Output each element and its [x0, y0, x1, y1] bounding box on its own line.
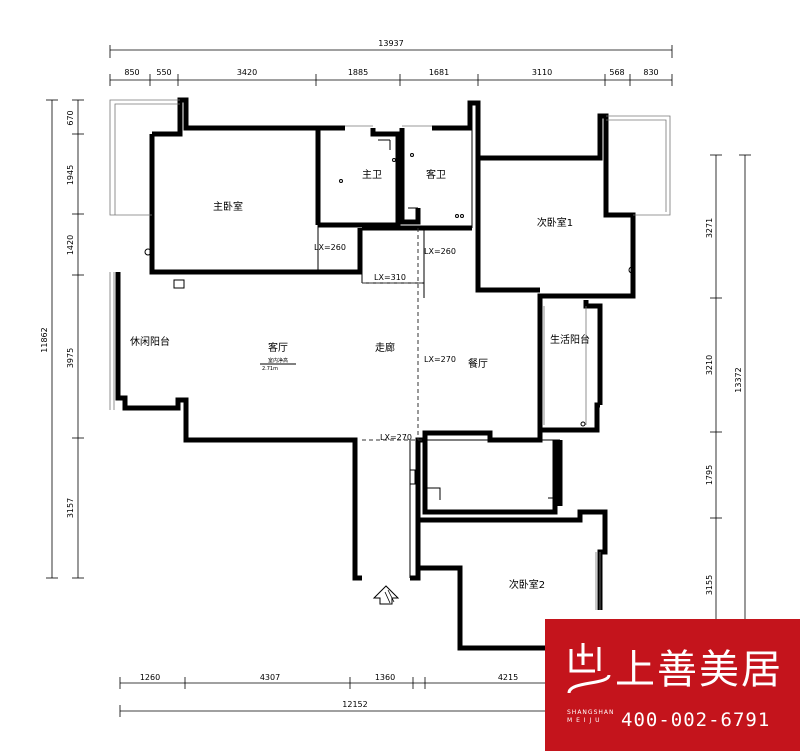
- left-dimensions: 11862 670 1945 1420 3975 3157: [40, 99, 84, 579]
- dim-left-2: 1420: [66, 235, 75, 255]
- brand-pinyin-top: SHANGSHAN: [567, 709, 615, 716]
- dim-right-0: 3271: [705, 218, 714, 238]
- dim-left-1: 1945: [66, 165, 75, 185]
- dim-right-3: 3155: [705, 575, 714, 595]
- dim-right-total: 13372: [734, 367, 743, 392]
- room-label-second-bedroom-1: 次卧室1: [537, 216, 573, 229]
- brand-pinyin-bottom: M E I J U: [567, 717, 601, 724]
- room-label-master-bedroom: 主卧室: [213, 200, 243, 213]
- brand-pinyin: SHANGSHAN M E I J U: [567, 709, 615, 725]
- room-label-dining-room: 餐厅: [468, 357, 488, 370]
- dim-bottom-total: 12152: [342, 700, 367, 709]
- brand-phone-number[interactable]: 400-002-6791: [621, 709, 771, 731]
- room-label-corridor: 走廊: [375, 341, 395, 354]
- living-room-height-value: 2.71m: [262, 366, 278, 372]
- brand-logo-panel: 上善美居 SHANGSHAN M E I J U 400-002-6791: [545, 619, 800, 751]
- beam-label-lx310: LX=310: [374, 273, 406, 282]
- dim-top-total: 13937: [378, 39, 403, 48]
- entrance-arrow-icon: [372, 585, 400, 605]
- walls: [109, 97, 671, 651]
- dim-bottom-2: 1360: [375, 673, 395, 682]
- beam-lines: [362, 228, 425, 441]
- dim-left-total: 11862: [40, 327, 49, 352]
- dim-bottom-0: 1260: [140, 673, 160, 682]
- dim-right-1: 3210: [705, 355, 714, 375]
- room-label-living-room: 客厅: [268, 341, 288, 354]
- dim-top-1: 550: [156, 68, 171, 77]
- dim-top-3: 1885: [348, 68, 368, 77]
- top-dimensions: 13937 850 550 3420 1885 1681 3110 568 83…: [109, 39, 673, 86]
- room-label-second-bedroom-2: 次卧室2: [509, 578, 545, 591]
- room-label-leisure-balcony: 休闲阳台: [130, 335, 170, 348]
- beam-label-lx270-a: LX=270: [424, 355, 456, 364]
- room-label-master-bath: 主卫: [362, 169, 382, 181]
- dim-bottom-3: 4215: [498, 673, 518, 682]
- dim-top-5: 3110: [532, 68, 552, 77]
- dim-right-2: 1795: [705, 465, 714, 485]
- dim-bottom-1: 4307: [260, 673, 280, 682]
- beam-label-lx260-a: LX=260: [314, 243, 346, 252]
- dim-top-2: 3420: [237, 68, 257, 77]
- beam-label-lx270-b: LX=270: [380, 433, 412, 442]
- dim-left-3: 3975: [66, 348, 75, 368]
- right-dimensions: 13372 3271 3210 1795 3155: [705, 154, 751, 620]
- bottom-dimensions: 1260 4307 1360 4215 12152: [119, 673, 545, 717]
- dim-top-6: 568: [609, 68, 624, 77]
- dim-top-4: 1681: [429, 68, 449, 77]
- room-label-guest-bath: 客卫: [426, 168, 446, 181]
- brand-name: 上善美居: [615, 647, 783, 693]
- dim-left-4: 3157: [66, 498, 75, 518]
- room-label-living-balcony: 生活阳台: [550, 333, 590, 346]
- living-room-height-label: 室内净高: [268, 357, 288, 364]
- beam-label-lx260-b: LX=260: [424, 247, 456, 256]
- dim-top-7: 830: [643, 68, 658, 77]
- dim-top-0: 850: [124, 68, 139, 77]
- dim-left-0: 670: [66, 110, 75, 125]
- brand-logo-mark-icon: [567, 643, 611, 694]
